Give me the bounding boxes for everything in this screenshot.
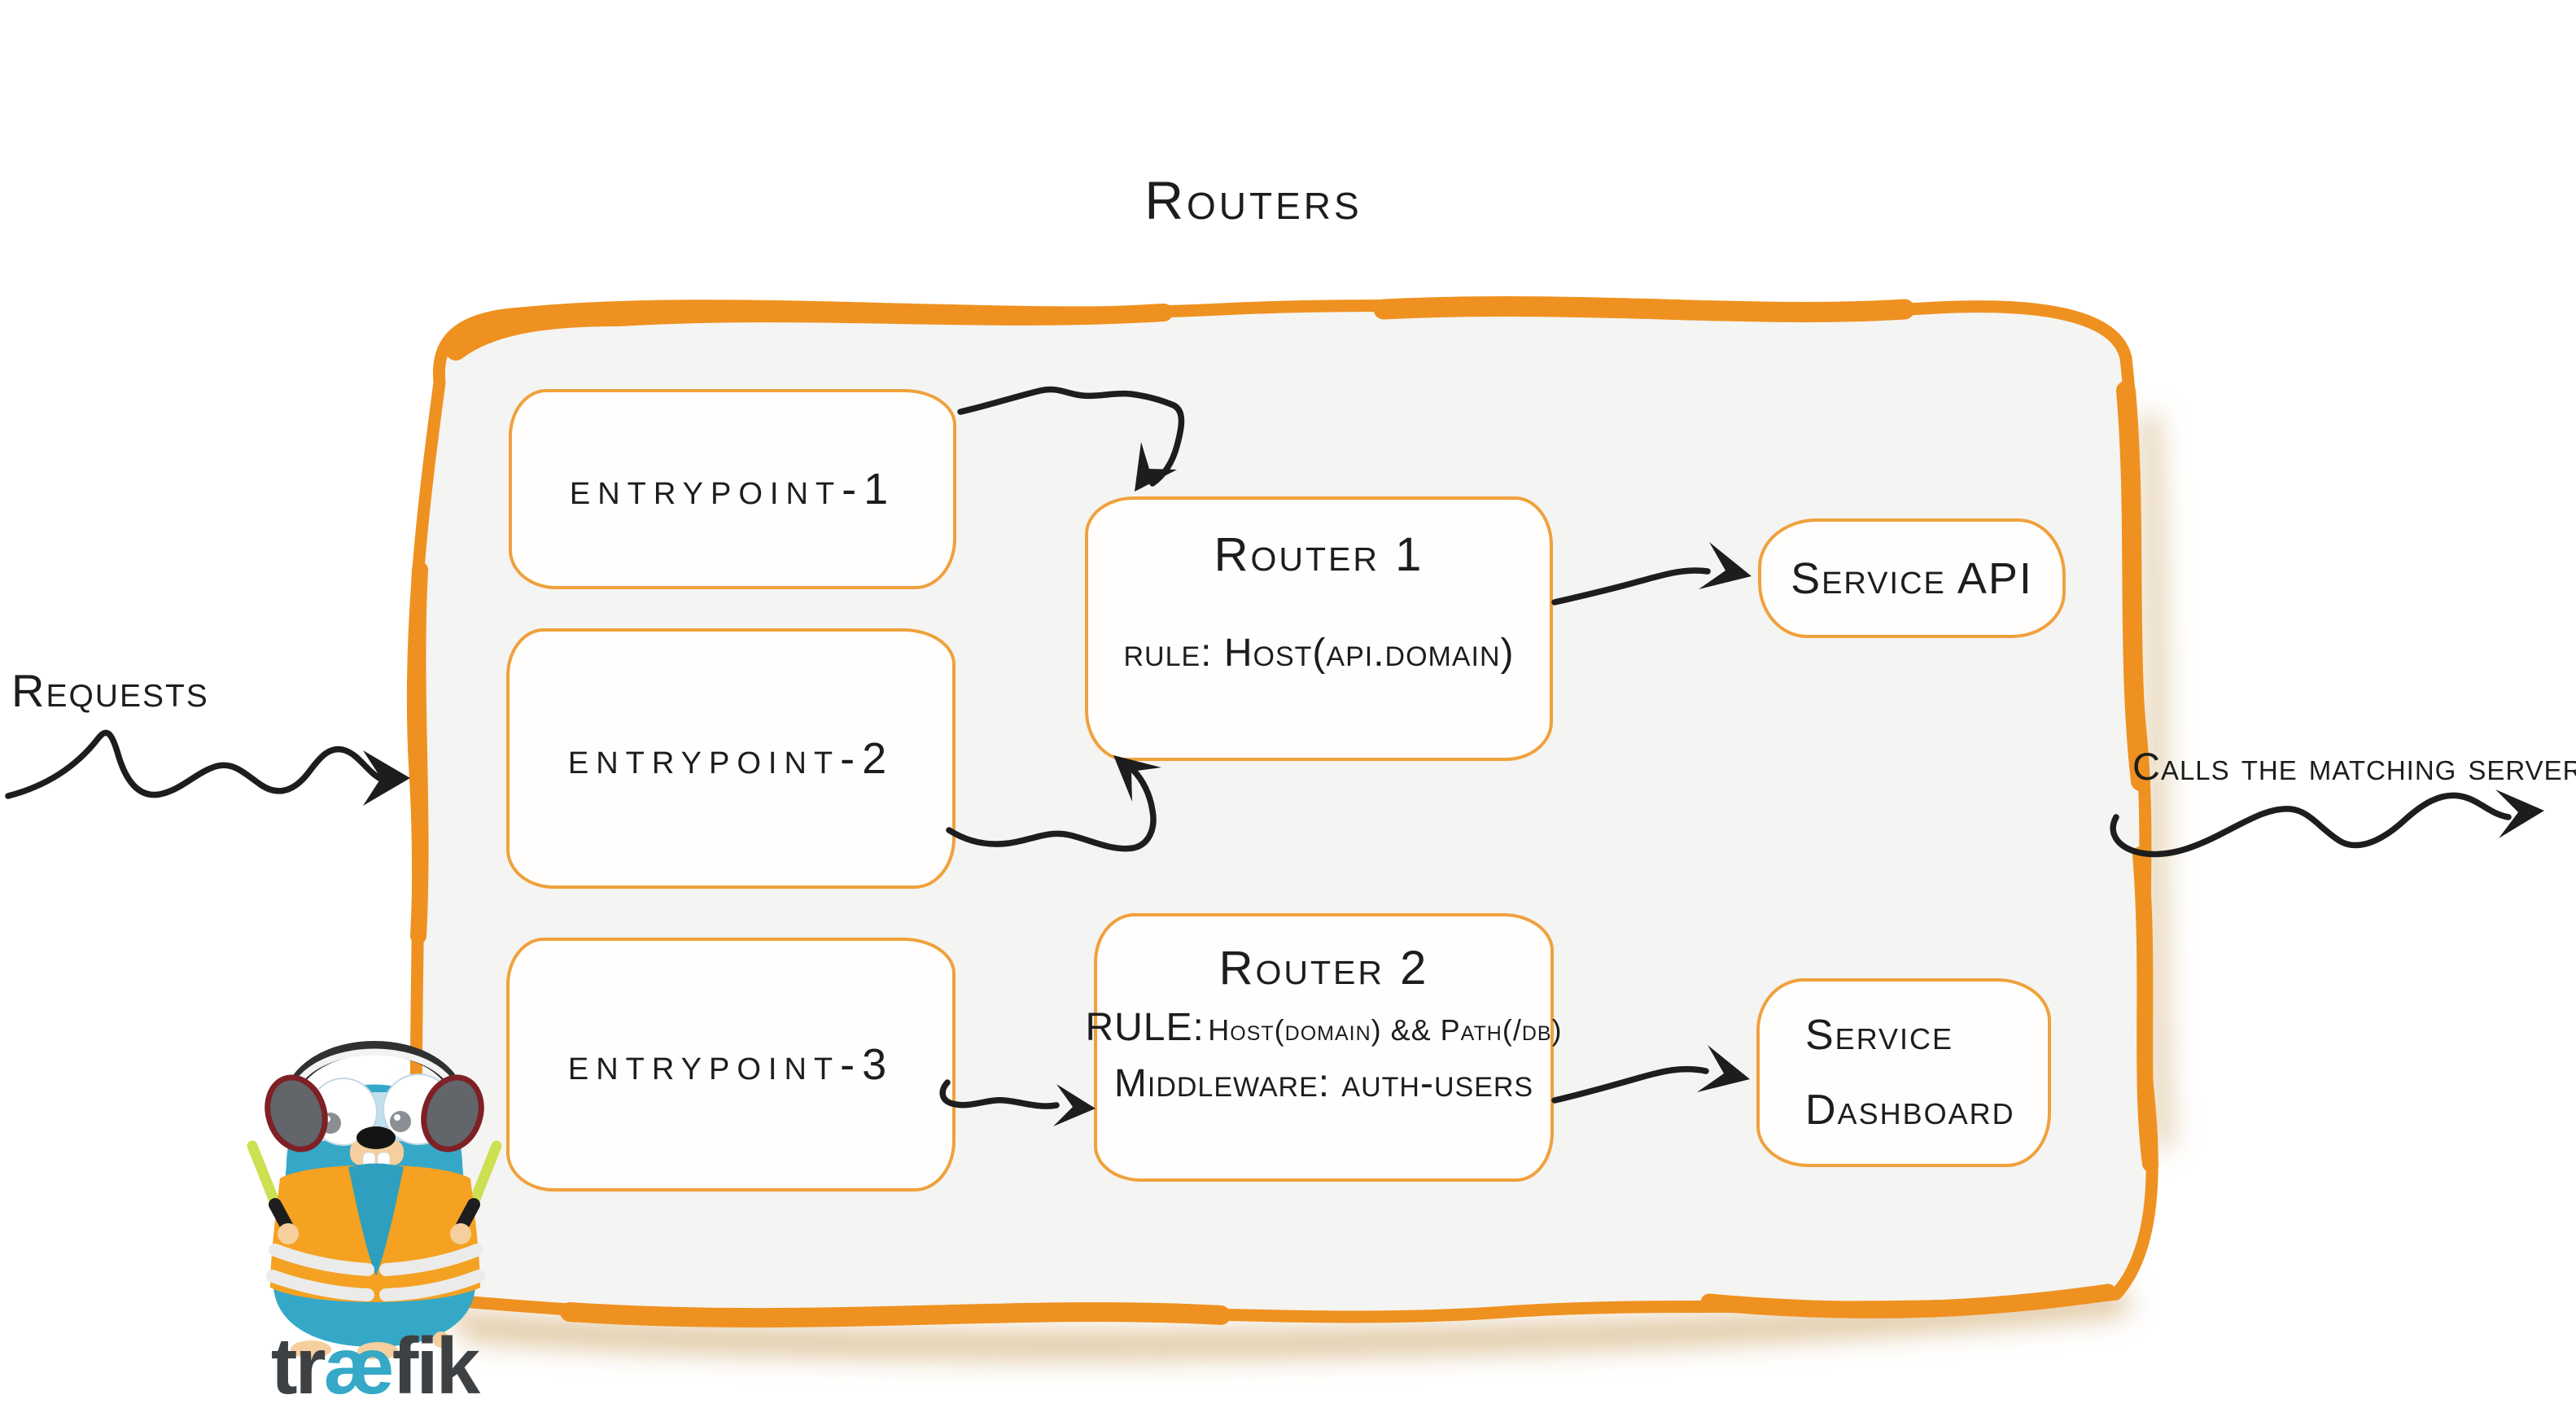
wordmark-ae: æ [323, 1321, 395, 1408]
service-dashboard-box: Service Dashboard [1756, 978, 2051, 1167]
router-2-box: Router 2 RULE: Host(domain) && Path(/db)… [1085, 913, 1562, 1182]
calls-the-matching-server-label: Calls the matching server [2132, 745, 2576, 788]
router-2-rule-label: RULE: [1085, 1006, 1205, 1049]
entrypoint-3-box: entrypoint-3 [506, 938, 956, 1192]
service-dashboard-label-line1: Service [1805, 1012, 1954, 1059]
entrypoint2-to-router1-arrow [946, 767, 1157, 852]
requests-arrow [5, 729, 386, 799]
wordmark-pre: tr [270, 1321, 326, 1408]
service-dashboard-label-line2: Dashboard [1805, 1087, 2015, 1134]
router1-to-service-api-arrow [1551, 567, 1711, 606]
router-2-rule-value: Host(domain) && Path(/db) [1208, 1013, 1563, 1047]
router-1-title: Router 1 [1214, 528, 1424, 581]
entrypoint-3-label: entrypoint-3 [567, 1040, 894, 1089]
entrypoint-1-label: entrypoint-1 [569, 465, 896, 514]
router-2-title: Router 2 [1218, 942, 1429, 995]
entrypoint-1-box: entrypoint-1 [509, 389, 956, 589]
traefik-gopher-mascot [247, 1041, 502, 1359]
router-2-middleware: Middleware: auth-users [1113, 1062, 1534, 1105]
traefik-wordmark: træfik [226, 1320, 523, 1408]
service-api-label: Service API [1791, 553, 2033, 603]
entrypoint-2-box: entrypoint-2 [506, 628, 956, 889]
gopher-muzzle [350, 1126, 404, 1176]
entrypoint-2-label: entrypoint-2 [567, 734, 894, 783]
entrypoint3-to-router2-arrow [939, 1079, 1060, 1109]
service-api-box: Service API [1758, 518, 2066, 638]
page-title: Routers [1144, 170, 1362, 230]
entrypoint1-to-router1-arrow [957, 386, 1185, 487]
wordmark-post: fik [391, 1321, 480, 1408]
router2-to-service-dashboard-arrow [1551, 1065, 1709, 1104]
calls-matching-server-arrow [2110, 792, 2512, 858]
router-1-rule: rule: Host(api.domain) [1123, 632, 1515, 675]
safety-vest [266, 1163, 485, 1302]
router-1-box: Router 1 rule: Host(api.domain) [1085, 496, 1553, 761]
gopher-feet [291, 1331, 449, 1359]
requests-label: Requests [11, 665, 209, 716]
